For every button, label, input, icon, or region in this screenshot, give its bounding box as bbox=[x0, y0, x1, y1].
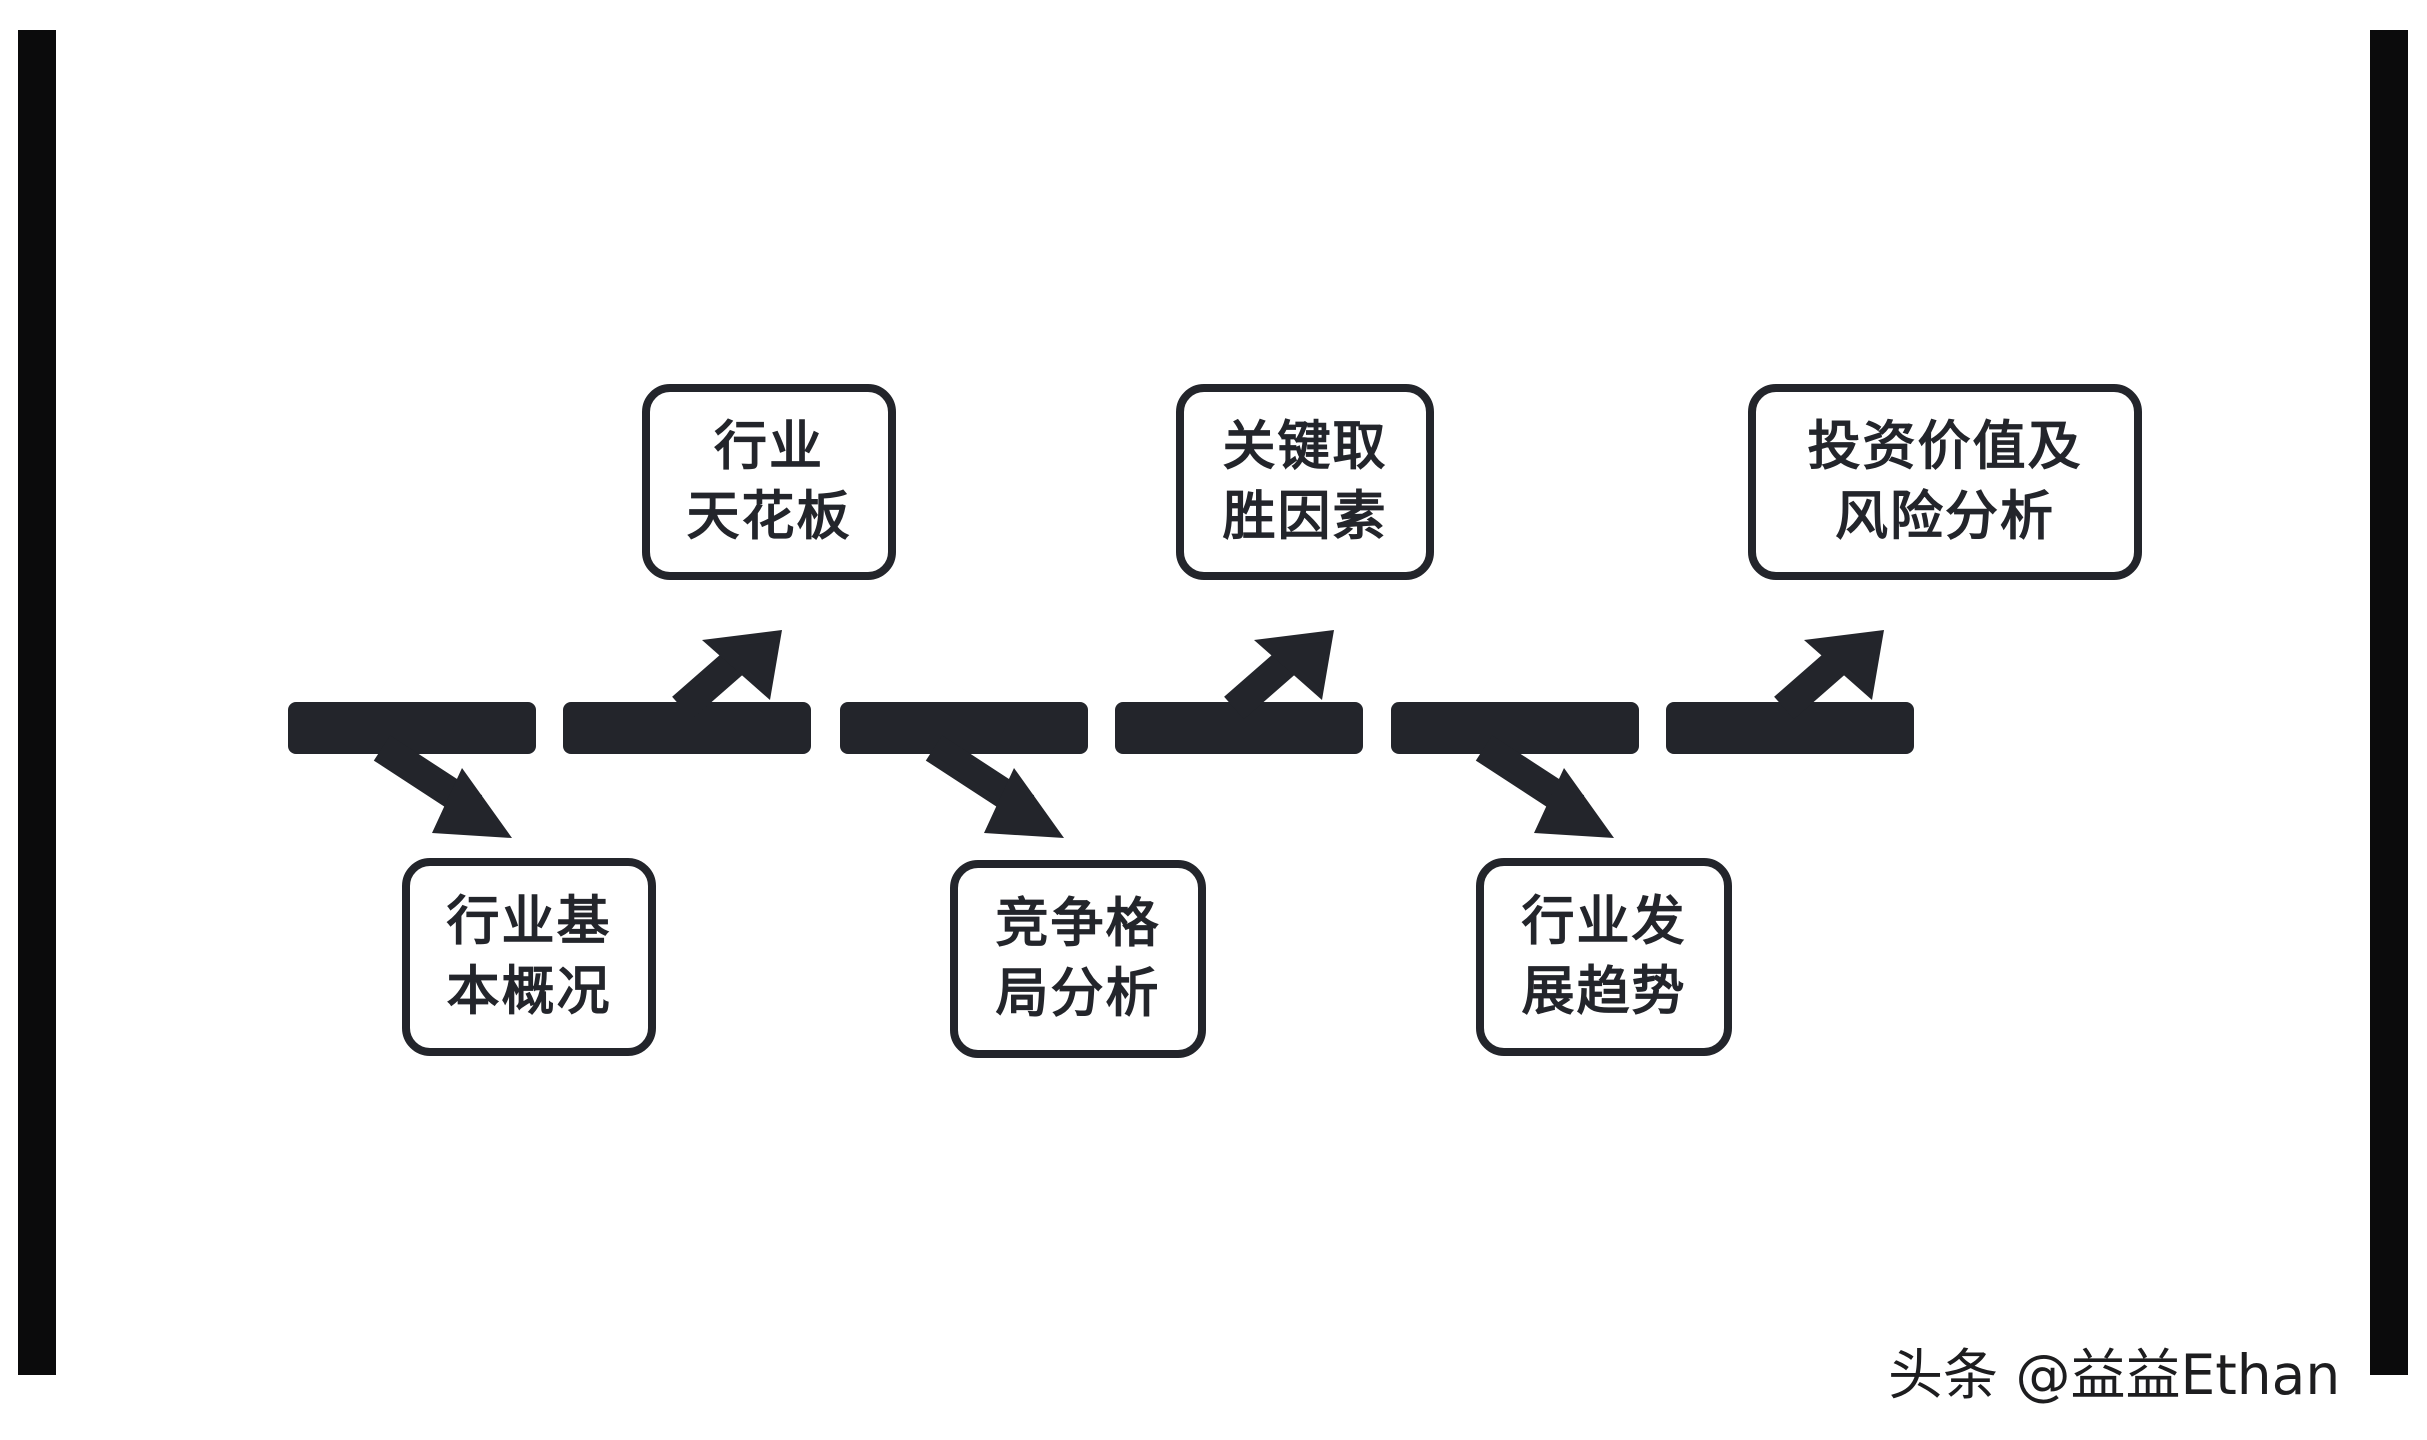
arrow-down-1 bbox=[373, 735, 512, 838]
timeline-segments bbox=[288, 702, 1914, 754]
node-industry-trend: 行业发 展趋势 bbox=[1476, 858, 1732, 1056]
timeline-segment-4 bbox=[1115, 702, 1363, 754]
timeline-segment-6 bbox=[1666, 702, 1914, 754]
timeline-segment-5 bbox=[1391, 702, 1639, 754]
node-industry-trend-label: 行业发 展趋势 bbox=[1521, 891, 1687, 1022]
node-industry-ceiling-label: 行业 天花板 bbox=[686, 416, 852, 547]
timeline-segment-2 bbox=[563, 702, 811, 754]
arrow-up-2 bbox=[1224, 630, 1334, 720]
timeline-segment-1 bbox=[288, 702, 536, 754]
node-competition-label: 竞争格 局分析 bbox=[995, 893, 1161, 1024]
timeline-segment-3 bbox=[840, 702, 1088, 754]
arrow-up-1 bbox=[672, 630, 782, 720]
node-key-success-factors: 关键取 胜因素 bbox=[1176, 384, 1434, 580]
node-industry-overview: 行业基 本概况 bbox=[402, 858, 656, 1056]
arrow-down-2 bbox=[925, 735, 1064, 838]
arrow-down-3 bbox=[1475, 735, 1614, 838]
right-edge-bar bbox=[2370, 30, 2408, 1375]
node-investment-risk-label: 投资价值及 风险分析 bbox=[1807, 416, 2083, 547]
watermark-text: 头条 @益益Ethan bbox=[1888, 1343, 2341, 1407]
node-industry-overview-label: 行业基 本概况 bbox=[446, 891, 612, 1022]
node-key-success-factors-label: 关键取 胜因素 bbox=[1222, 416, 1388, 547]
branch-arrows bbox=[373, 630, 1884, 838]
left-edge-bar bbox=[18, 30, 56, 1375]
node-competition: 竞争格 局分析 bbox=[950, 860, 1206, 1058]
node-industry-ceiling: 行业 天花板 bbox=[642, 384, 896, 580]
arrow-up-3 bbox=[1774, 630, 1884, 720]
node-investment-risk: 投资价值及 风险分析 bbox=[1748, 384, 2142, 580]
